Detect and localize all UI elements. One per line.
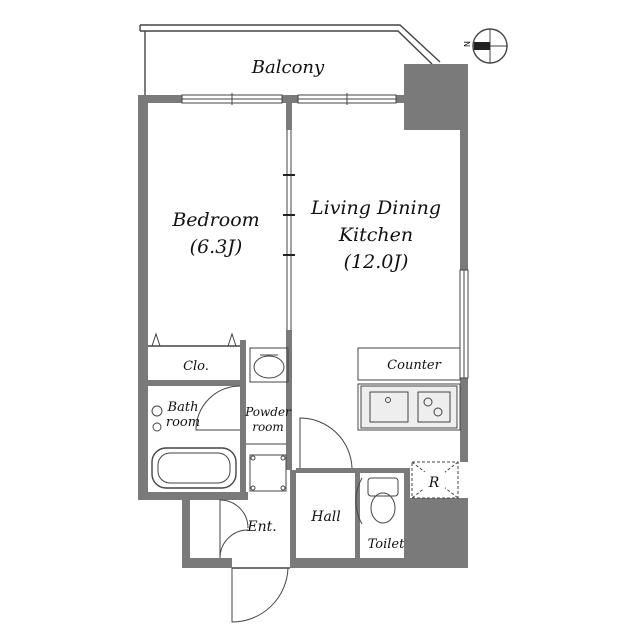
front-door-swing <box>231 567 289 623</box>
ldk-label-line2: Kitchen <box>338 224 413 246</box>
toilet-room: Toilet <box>355 477 405 552</box>
toilet-tank-icon <box>367 477 399 497</box>
counter-label: Counter <box>387 358 441 373</box>
balcony: Balcony <box>139 24 441 95</box>
balcony-label: Balcony <box>251 57 325 78</box>
windows <box>181 93 469 379</box>
structural-column-lower <box>410 498 468 568</box>
powder-room-label-line1: Powder <box>244 405 292 419</box>
toilet-bowl-icon <box>370 492 396 524</box>
bathroom-label-line2: room <box>166 415 200 430</box>
sink-icon <box>369 391 409 423</box>
entrance: Ent. <box>219 499 290 623</box>
ldk-door-swing <box>299 417 353 469</box>
balcony-railing <box>140 24 441 63</box>
hall-label: Hall <box>310 509 341 525</box>
refrigerator-space: R <box>411 461 459 499</box>
compass-north-label: N <box>463 41 472 47</box>
stove-icon <box>417 391 451 423</box>
sliding-door <box>283 130 295 330</box>
bedroom-label: Bedroom <box>171 209 259 231</box>
refrigerator-label: R <box>428 475 440 491</box>
closet: Clo. <box>148 332 240 374</box>
bedroom-size: (6.3J) <box>190 236 243 258</box>
closet-label: Clo. <box>183 359 209 374</box>
ldk-label-line1: Living Dining <box>310 197 441 219</box>
entrance-label: Ent. <box>246 519 276 535</box>
bathroom-label-line1: Bath <box>167 400 199 415</box>
walls <box>138 64 468 568</box>
bathroom: Bath room <box>151 385 241 489</box>
toilet-label: Toilet <box>368 537 405 552</box>
compass-icon: N <box>463 28 508 64</box>
bathtub-icon <box>151 447 237 489</box>
ldk-size: (12.0J) <box>344 251 409 273</box>
balcony-railing-inner <box>140 30 433 65</box>
kitchen-counter: Counter <box>357 347 461 431</box>
bath-door-swing <box>195 385 241 431</box>
washbasin-icon <box>249 347 289 383</box>
powder-room-label-line2: room <box>252 420 284 434</box>
structural-column <box>404 64 468 270</box>
washing-machine-pan <box>249 454 287 492</box>
